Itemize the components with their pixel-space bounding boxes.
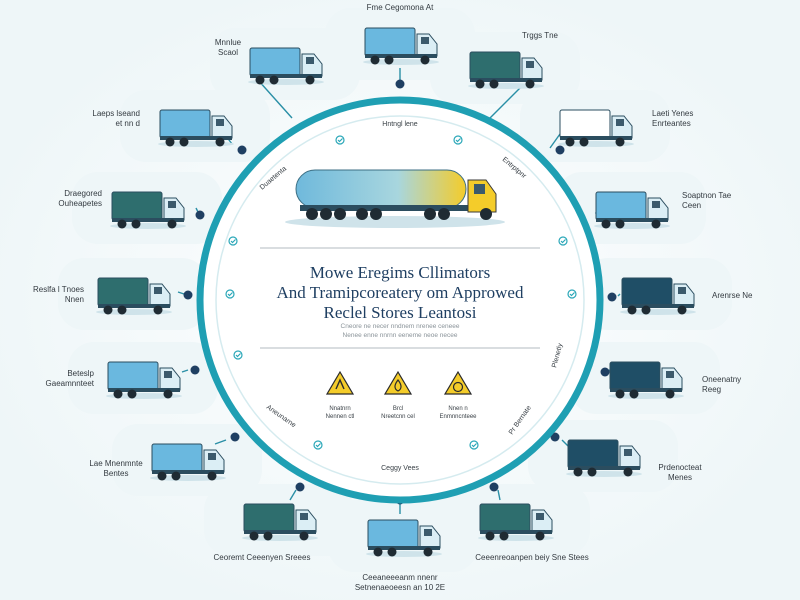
vehicle-label-sub: et nn d: [116, 119, 140, 128]
spoke-line: [177, 291, 185, 295]
vehicle-label-sub: Ouheapetes: [58, 199, 102, 208]
spoke-line: [257, 79, 293, 119]
check-icon: [313, 440, 323, 450]
covered-truck-icon: [608, 361, 684, 399]
vehicle-label: Beteslp: [67, 369, 94, 378]
vehicle-label: Ceeenreoanpen beiy Sne Stees: [475, 553, 588, 562]
container-truck-icon: [566, 439, 642, 477]
flatbed-truck-icon: [158, 109, 234, 147]
title-line-2: And Tramipcoreatery om Approwed: [277, 283, 524, 302]
vehicle-label: Mnnlue: [215, 38, 242, 47]
check-icon: [228, 236, 238, 246]
spoke-dot: [237, 145, 247, 155]
vehicle-label-sub: Bentes: [104, 469, 129, 478]
vehicle-label: Ceoremt Ceeenyen Sreees: [214, 553, 311, 562]
vehicle-label: Reslfa l Tnoes: [33, 285, 84, 294]
spoke-dot: [555, 145, 565, 155]
spoke-dot: [600, 367, 610, 377]
trailer-icon: [110, 191, 186, 229]
spoke-dot: [183, 290, 193, 300]
warning-label-1a: Nnatnrn: [329, 406, 350, 412]
subtitle-line-1: Cneore ne necer nndnem nrenee ceneee: [341, 323, 460, 330]
check-icons: [225, 135, 577, 450]
check-icon: [558, 236, 568, 246]
check-icon: [233, 350, 243, 360]
vehicle-label-sub: Gaeamnnteet: [46, 379, 95, 388]
check-icon: [335, 135, 345, 145]
spoke-line: [617, 293, 621, 297]
vehicle-label: Arenrse Ne: [712, 291, 753, 300]
vehicle-label-sub: Enrteantes: [652, 119, 691, 128]
vehicle-label: Lae Mnenmnte: [89, 459, 143, 468]
warning-label-3a: Nnen n: [448, 406, 467, 412]
vehicle-label-sub: Ceen: [682, 201, 701, 210]
warning-label-1b: Nennen ctl: [326, 414, 355, 420]
open-trailer-icon: [242, 503, 318, 541]
vehicle-label-sub: Reeg: [702, 385, 721, 394]
warning-group: Nnatnrn Nennen ctl Brcl Nreetcnn cel Nne…: [325, 370, 477, 420]
vehicle-label: Soaptnon Tae: [682, 191, 732, 200]
spoke-dot: [190, 365, 200, 375]
flame-warning-icon: [383, 370, 413, 395]
ring-label-top: Hntngl lene: [382, 121, 418, 128]
spoke-line: [497, 489, 501, 501]
spoke-line: [181, 369, 189, 373]
spoke-dot: [395, 79, 405, 89]
check-icon: [225, 289, 235, 299]
delivery-truck-icon: [594, 191, 670, 229]
vehicle-label: Draegored: [64, 189, 102, 198]
vehicle-label: Oneenatny: [702, 375, 741, 384]
pickup-truck-icon: [150, 443, 226, 481]
check-icon: [567, 289, 577, 299]
vehicle-label: Trggs Tne: [522, 31, 559, 40]
check-icon: [453, 135, 463, 145]
subtitle-line-2: Nenee enne nnrnn eeneme neoe necee: [343, 332, 458, 339]
spoke-dot: [607, 292, 617, 302]
warning-label-2a: Brcl: [393, 406, 403, 412]
vehicle-label: Prdenocteat: [658, 463, 702, 472]
tanker-truck-icon: [363, 27, 439, 65]
spoke-dot: [230, 432, 240, 442]
hazard-triangle-icon: [325, 370, 355, 395]
cargo-trailer-icon: [96, 277, 172, 315]
vehicle-label: Fme Cegomona At: [367, 3, 434, 12]
central-tanker-truck: [285, 169, 505, 228]
ring-label-bottom: Ceggy Vees: [381, 465, 419, 472]
spoke-dot: [550, 432, 560, 442]
warning-label-2b: Nreetcnn cel: [381, 414, 415, 420]
dump-truck-icon: [468, 51, 544, 89]
vehicle-label: Laeti Yenes: [652, 109, 693, 118]
vehicle-label-sub: Nnen: [65, 295, 84, 304]
spoke-line: [489, 87, 521, 119]
bus-front-icon: [366, 519, 442, 557]
cargo-carrier-icon: [478, 503, 554, 541]
inner-ring: [215, 115, 585, 485]
vehicle-label-sub: Menes: [668, 473, 692, 482]
vehicle-label-sub: Setnenaeoeesn an 10 2E: [355, 583, 445, 592]
vehicle-label: Laeps lseand: [92, 109, 140, 118]
spoke-line: [561, 439, 569, 447]
spoke-line: [289, 489, 297, 501]
vehicle-label: Ceeaneeeanm nnenr: [362, 573, 438, 582]
title-line-1: Mowe Eregims Cllimators: [310, 263, 490, 282]
spoke-dot: [489, 482, 499, 492]
spoke-dot: [295, 482, 305, 492]
title-line-3: Reclel Stores Leantosi: [324, 303, 477, 322]
spoke-line: [549, 133, 561, 149]
vehicle-label-sub: Scaol: [218, 48, 238, 57]
check-icon: [469, 440, 479, 450]
gauge-warning-icon: [443, 370, 473, 395]
spoke-dot: [195, 210, 205, 220]
refrigerated-truck-icon: [106, 361, 182, 399]
van-icon: [558, 109, 634, 147]
warning-label-3b: Enmnncnteee: [439, 414, 477, 420]
spoke-line: [214, 439, 227, 445]
utility-truck-icon: [620, 277, 696, 315]
box-truck-icon: [248, 47, 324, 85]
